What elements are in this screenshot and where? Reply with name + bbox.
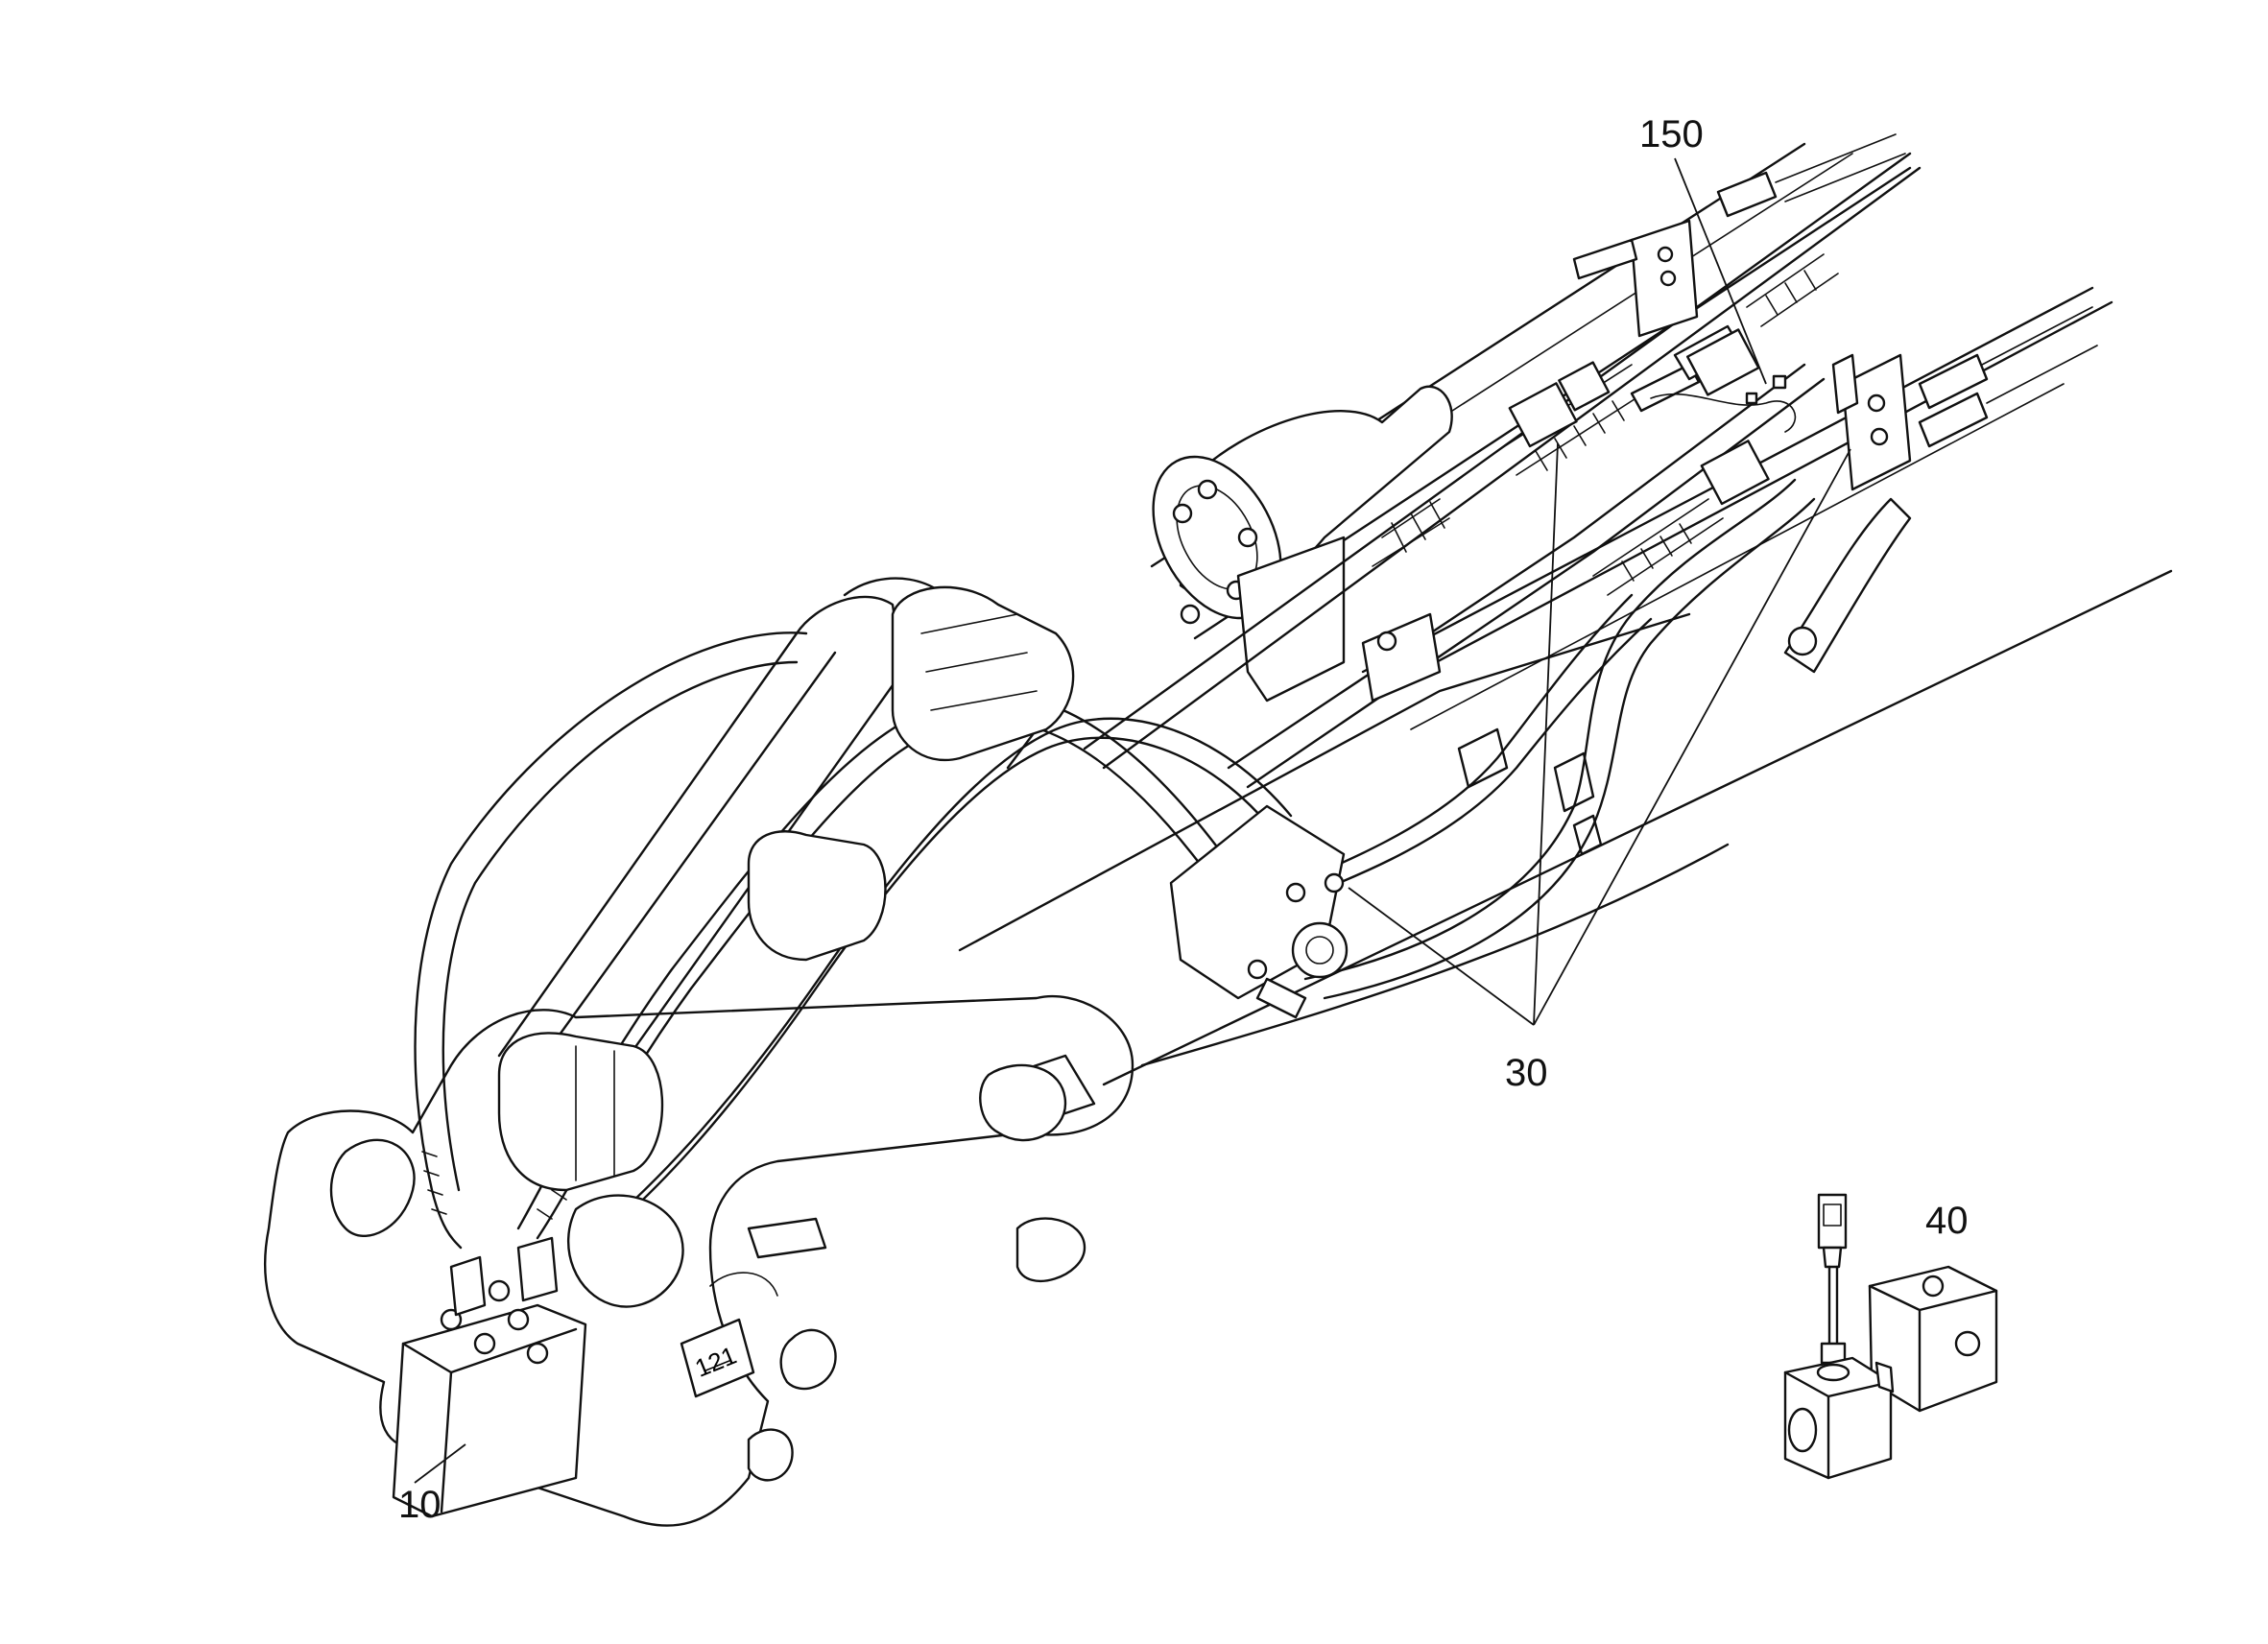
solenoid-valve-upper [1685, 328, 1760, 396]
leader-10 [414, 1443, 466, 1484]
coupler-pin-hole-right [979, 1063, 1067, 1142]
callout-30: 30 [1505, 1052, 1548, 1094]
pivot-pin-middle [747, 830, 887, 962]
lever-arm [1783, 497, 1912, 674]
boom-arm [958, 383, 2173, 1086]
valve-block-upper [1508, 133, 1906, 506]
sensor-assembly-detail [1783, 1193, 1998, 1480]
leader-30-a [1348, 887, 1535, 1026]
callout-40: 40 [1925, 1200, 1969, 1242]
right-clamp-bracket [1783, 306, 2098, 674]
hydraulic-cylinder [1150, 142, 1912, 703]
leader-30-b [1533, 442, 1559, 1026]
cylinder-mount-bracket [1236, 536, 1346, 703]
coupler-id-plate [680, 1318, 755, 1398]
callout-150: 150 [1639, 113, 1704, 155]
coupler-pin-hole-left [329, 1138, 416, 1238]
coupler-valve-block [392, 1236, 587, 1518]
quick-coupler: 1̶2̶1 [264, 994, 1134, 1527]
pipe-clamps-lower [1361, 612, 1603, 856]
leader-150 [1674, 157, 1767, 385]
leader-lines [414, 157, 1851, 1484]
hose-clamp-block [1169, 804, 1349, 1019]
leader-30-c [1533, 448, 1851, 1026]
solenoid-valve-lower [1700, 440, 1770, 506]
callout-10: 10 [398, 1484, 442, 1526]
pivot-pin-lower [497, 1032, 664, 1192]
